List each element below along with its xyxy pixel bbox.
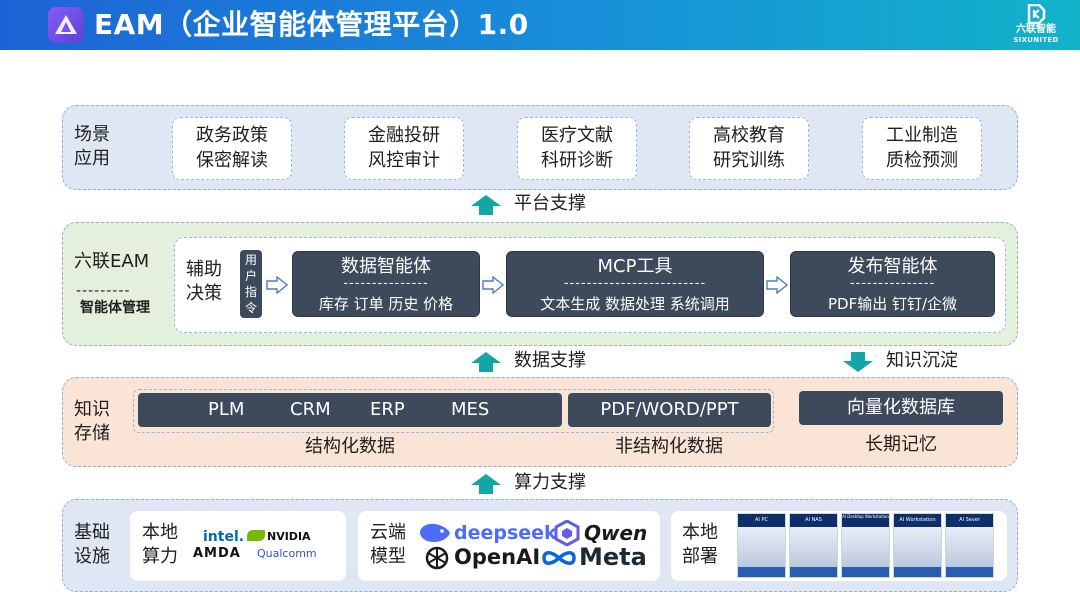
up-arrow-icon — [471, 195, 501, 215]
nvidia-eye-icon — [247, 530, 265, 541]
knowledge-deposit-label: 知识沉淀 — [886, 350, 958, 371]
user-command-tag: 用户 指令 — [240, 250, 262, 318]
infra-label: 基础设施 — [74, 522, 110, 567]
mcp-tools-items: 文本生成 数据处理 系统调用 — [540, 295, 730, 313]
data-agent-title: 数据智能体 — [341, 256, 431, 277]
deepseek-logo: deepseek — [454, 522, 557, 544]
qwen-logo: Qwen — [584, 521, 648, 545]
mcp-tools-box: MCP工具 ------------------------- 文本生成 数据处… — [506, 251, 764, 317]
eam-title: 六联EAM — [74, 251, 150, 272]
flow-arrow-icon — [482, 276, 504, 294]
cloud-model-label: 云端模型 — [370, 522, 406, 567]
structured-data-caption: 结构化数据 — [305, 436, 395, 457]
long-term-memory-caption: 长期记忆 — [865, 434, 937, 455]
up-arrow-icon — [471, 474, 501, 494]
product-ai-pc: AI PC — [737, 513, 786, 578]
meta-logo: Meta — [579, 543, 647, 571]
mcp-tools-divider: ------------------------- — [563, 276, 707, 291]
intel-logo: intel. — [203, 529, 245, 545]
down-arrow-icon — [843, 352, 873, 372]
unstructured-data-caption: 非结构化数据 — [615, 436, 723, 457]
scene-card-finance: 金融投研风控审计 — [344, 117, 464, 180]
scene-card-industry: 工业制造质检预测 — [862, 117, 982, 180]
platform-support-label: 平台支撑 — [514, 193, 586, 214]
up-arrow-icon — [471, 352, 501, 372]
publish-agent-box: 发布智能体 --------------- PDF输出 钉钉/企微 — [790, 251, 995, 317]
decision-support-label: 辅助决策 — [186, 259, 222, 304]
scene-card-medical: 医疗文献科研诊断 — [517, 117, 637, 180]
publish-agent-divider: --------------- — [849, 276, 936, 291]
mes-label: MES — [451, 399, 490, 420]
data-agent-items: 库存 订单 历史 价格 — [318, 295, 454, 313]
cloud-model-card — [358, 511, 660, 581]
crm-label: CRM — [290, 399, 331, 420]
vector-db-bar: 向量化数据库 — [799, 391, 1003, 425]
erp-label: ERP — [370, 399, 405, 420]
brand-name-en: SIXUNITED — [1013, 36, 1059, 44]
eam-subtitle: 智能体管理 — [80, 300, 150, 316]
publish-agent-title: 发布智能体 — [847, 256, 938, 277]
data-agent-divider: --------------- — [343, 276, 429, 291]
qualcomm-logo: Qualcomm — [257, 547, 317, 560]
knowledge-label: 知识存储 — [74, 399, 110, 444]
amd-logo: AMDA — [193, 546, 241, 561]
data-support-label: 数据支撑 — [514, 350, 586, 371]
flow-arrow-icon — [766, 276, 788, 294]
app-logo — [48, 7, 84, 43]
qwen-icon — [554, 520, 580, 546]
header-bar: EAM（企业智能体管理平台）1.0 六联智能 SIXUNITED — [0, 0, 1080, 50]
nvidia-logo: NVIDIA — [247, 530, 311, 543]
meta-infinity-icon — [542, 551, 576, 565]
brand-logo: 六联智能 SIXUNITED — [1006, 4, 1066, 45]
product-ai-server: AI Sever — [945, 513, 994, 578]
brand-name-cn: 六联智能 — [1016, 24, 1056, 35]
plm-label: PLM — [208, 399, 245, 420]
product-ai-workstation: AI Workstation — [893, 513, 942, 578]
scene-label: 场景应用 — [74, 124, 110, 169]
unstructured-docs-bar: PDF/WORD/PPT — [568, 393, 771, 427]
whale-icon — [420, 523, 450, 542]
page-title: EAM（企业智能体管理平台）1.0 — [94, 8, 529, 41]
structured-systems-bar: PLM CRM ERP MES — [138, 393, 562, 427]
triangle-logo-icon — [55, 15, 77, 34]
product-ai-desktop-workstation: AI Desktop Workstation — [841, 513, 890, 578]
local-deploy-label: 本地部署 — [682, 522, 718, 567]
local-compute-card — [130, 511, 346, 581]
scene-card-education: 高校教育研究训练 — [689, 117, 809, 180]
sixunited-mark-icon — [1027, 4, 1046, 24]
flow-arrow-icon — [266, 276, 288, 294]
scene-card-government: 政务政策保密解读 — [172, 117, 292, 180]
openai-logo: OpenAI — [454, 545, 541, 569]
openai-icon — [425, 546, 449, 570]
product-ai-nas: AI NAS — [789, 513, 838, 578]
compute-support-label: 算力支撑 — [514, 472, 586, 493]
eam-divider: --------- — [76, 283, 131, 299]
mcp-tools-title: MCP工具 — [597, 256, 673, 277]
local-compute-label: 本地算力 — [142, 522, 178, 567]
data-agent-box: 数据智能体 --------------- 库存 订单 历史 价格 — [292, 251, 480, 317]
publish-agent-items: PDF输出 钉钉/企微 — [827, 295, 958, 313]
